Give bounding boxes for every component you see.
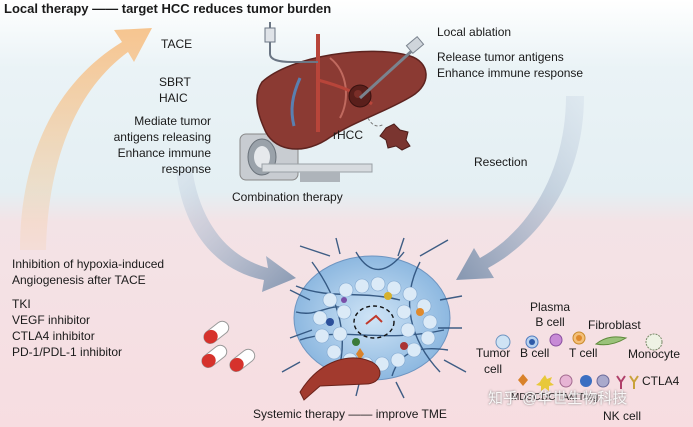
legend-tumor-1: Tumor [476,346,511,360]
ablation-needle-icon [358,35,425,100]
legend-tam: TAM [557,392,578,403]
tumor-cell-icon [495,334,511,350]
drug-item-tki: TKI [12,297,31,311]
fibroblast-icon [594,336,628,346]
label-resection: Resection [474,155,528,169]
legend-plasma-1: Plasma [529,300,570,314]
drug-item-pd1: PD-1/PDL-1 inhibitor [12,345,123,359]
nk-cell-icon [596,374,610,388]
legend-b-cell: B cell [520,346,550,360]
label-hypoxia-2: Angiogenesis after TACE [12,273,146,287]
label-combination-therapy: Combination therapy [232,190,343,204]
legend-t-cell: T cell [569,346,598,360]
blood-vessel [299,357,381,401]
label-mediate-2: antigens releasing [113,130,211,144]
left-blue-arrow [176,168,296,292]
label-haic: HAIC [159,91,188,105]
pd1-antibody-icon [629,375,639,389]
plasma-b-cell-icon [549,333,563,347]
right-blue-arrow [456,96,584,280]
label-rhcc: rHCC [333,128,363,142]
legend-tumor-2: cell [484,362,503,376]
label-hypoxia-1: Inhibition of hypoxia-induced [12,257,165,271]
legend-ctla4: CTLA4 [642,374,680,388]
label-mediate-1: Mediate tumor [134,114,211,128]
drug-item-ctla4: CTLA4 inhibitor [12,329,95,343]
upward-curved-arrow [20,28,152,250]
label-systemic-therapy: Systemic therapy —— improve TME [253,407,447,421]
legend-plasma-2: B cell [535,315,565,329]
drug-capsules-icon [201,320,256,373]
watermark-text: 知乎 @华世生物科技 [488,390,628,407]
label-sbrt: SBRT [159,75,191,89]
ctla4-antibody-icon [616,375,626,389]
label-mediate-4: response [161,162,211,176]
treg-icon [580,375,592,387]
monocyte-icon [645,333,663,351]
label-ablation-effect-2: Enhance immune response [437,66,584,80]
legend-fibroblast: Fibroblast [588,318,641,332]
drug-item-vegf: VEGF inhibitor [12,313,91,327]
tam-icon [559,374,573,388]
cell-legend-icons [495,331,663,391]
legend-mdsc: MDSC [511,392,541,403]
mdsc-icon [518,374,528,386]
figure-title: Local therapy —— target HCC reduces tumo… [4,1,332,16]
label-local-ablation: Local ablation [437,25,512,39]
dc-icon [536,375,554,391]
legend-dc: DC [541,392,556,403]
legend-treg: Treg [578,392,599,403]
label-ablation-effect-1: Release tumor antigens [437,50,564,64]
legend-nk-cell: NK cell [603,409,642,423]
label-tace: TACE [161,37,193,51]
legend-monocyte: Monocyte [628,347,681,361]
tace-catheter-icon [264,22,318,63]
label-mediate-3: Enhance immune [117,146,211,160]
tumor-microenvironment [281,237,467,399]
resected-tumor-icon [367,117,411,151]
